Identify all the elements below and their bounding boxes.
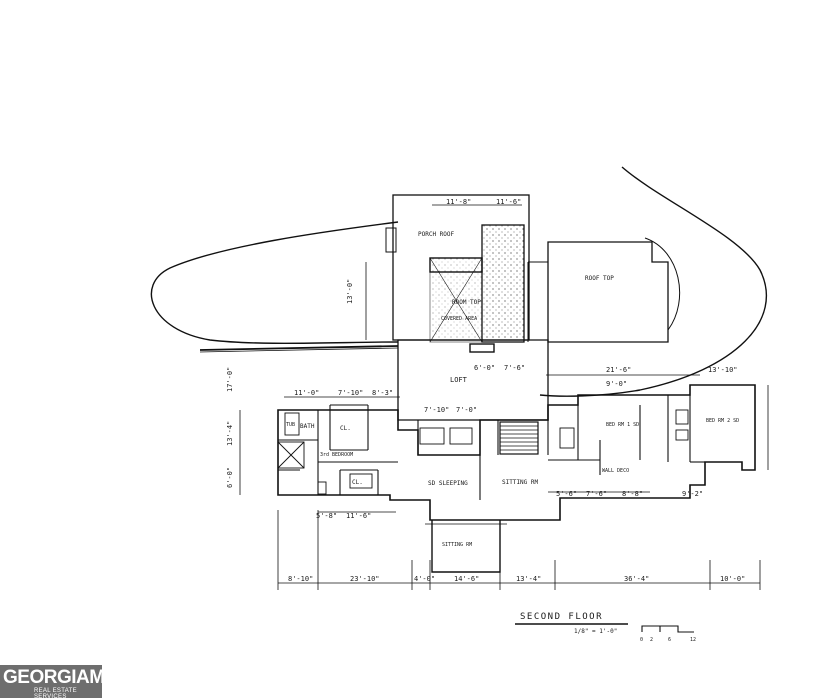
dim-low-3: 5'-6" xyxy=(556,490,577,498)
scale-mark-6: 6 xyxy=(668,637,671,643)
dim-row-9: 13'-10" xyxy=(708,366,738,374)
dim-bottom-6: 36'-4" xyxy=(624,575,649,583)
dim-low-5: 8'-8" xyxy=(622,490,643,498)
label-wall-deco: WALL DECO xyxy=(602,468,629,474)
roof-top-block xyxy=(547,241,669,343)
dim-bottom-4: 14'-6" xyxy=(454,575,479,583)
fixtures xyxy=(277,409,689,495)
plan-title: SECOND FLOOR xyxy=(520,612,603,622)
label-third-bedroom: 3rd BEDROOM xyxy=(320,452,353,458)
dim-top-1: 11'-8" xyxy=(446,198,471,206)
sitting-room-bump xyxy=(431,520,501,573)
dim-row-8: 21'-6" xyxy=(606,366,631,374)
diag-2 xyxy=(429,257,483,343)
label-bed-rm-1: BED RM 1 SD xyxy=(606,422,639,428)
scale-bar xyxy=(641,625,694,633)
dim-left-3: 13'-4" xyxy=(226,421,234,446)
dim-row-1: 11'-0" xyxy=(294,389,319,397)
left-oval-outline xyxy=(150,221,399,345)
roof-top-ledge xyxy=(527,261,548,342)
dimension-lines xyxy=(239,204,769,590)
label-bath: BATH xyxy=(300,423,315,430)
label-bed-rm-2: BED RM 2 SD xyxy=(706,418,739,424)
dim-row-3: 8'-3" xyxy=(372,389,393,397)
scale-mark-2: 2 xyxy=(650,637,653,643)
label-tub: TUB xyxy=(286,422,295,428)
dim-row-6: 6'-0" xyxy=(474,364,495,372)
dim-row-10: 9'-0" xyxy=(606,380,627,388)
dim-low-1: 5'-8" xyxy=(316,512,337,520)
dim-top-2: 11'-6" xyxy=(496,198,521,206)
label-sleeping: SD SLEEPING xyxy=(428,480,468,487)
dim-low-6: 9'-2" xyxy=(682,490,703,498)
interior-walls xyxy=(278,395,705,500)
scale-mark-12: 12 xyxy=(690,637,696,643)
dim-row-5: 7'-0" xyxy=(456,406,477,414)
dim-low-2: 11'-6" xyxy=(346,512,371,520)
left-ground-line xyxy=(199,345,399,351)
label-porch-roof: PORCH ROOF xyxy=(418,231,455,238)
dim-bottom-7: 10'-0" xyxy=(720,575,745,583)
dim-bottom-1: 8'-10" xyxy=(288,575,313,583)
label-covered-area: COVERED AREA xyxy=(441,316,477,322)
label-roof-top: ROOF TOP xyxy=(585,275,614,282)
main-floor-outline xyxy=(277,384,756,521)
georgia-mls-logo: GEORGIAMLS REAL ESTATE SERVICES xyxy=(0,665,128,698)
dim-row-4: 7'-10" xyxy=(424,406,449,414)
roof-arc xyxy=(644,237,681,331)
porch-beam xyxy=(429,257,483,273)
dim-low-4: 7'-6" xyxy=(586,490,607,498)
label-sitting-rm-2: SITTING RM xyxy=(442,542,472,548)
plan-scale: 1/8" = 1'-0" xyxy=(574,628,617,635)
label-room-top: ROOM TOP xyxy=(452,299,481,306)
dim-row-7: 7'-6" xyxy=(504,364,525,372)
dotted-roof-area xyxy=(481,224,525,343)
loft-fireplace xyxy=(469,343,495,353)
dim-left-2: 17'-0" xyxy=(226,367,234,392)
driveway-curve-line xyxy=(539,166,767,397)
scale-mark-0: 0 xyxy=(640,637,643,643)
label-closet-a: CL. xyxy=(340,425,351,432)
label-closet-b: CL. xyxy=(352,479,363,486)
staircase xyxy=(499,421,539,455)
chimney-stub xyxy=(385,227,397,253)
dim-left-4: 6'-0" xyxy=(226,467,234,488)
dim-bottom-3: 4'-0" xyxy=(414,575,435,583)
left-ground-line-2 xyxy=(199,347,399,353)
label-sitting-rm: SITTING RM xyxy=(502,479,539,486)
dim-bottom-5: 13'-4" xyxy=(516,575,541,583)
dim-left-1: 13'-0" xyxy=(346,279,354,304)
logo-tagline: REAL ESTATE SERVICES xyxy=(34,688,77,698)
label-loft: LOFT xyxy=(450,376,468,384)
logo-name: GEORGIAMLS xyxy=(3,667,128,688)
dim-bottom-2: 23'-10" xyxy=(350,575,380,583)
dim-row-2: 7'-10" xyxy=(338,389,363,397)
